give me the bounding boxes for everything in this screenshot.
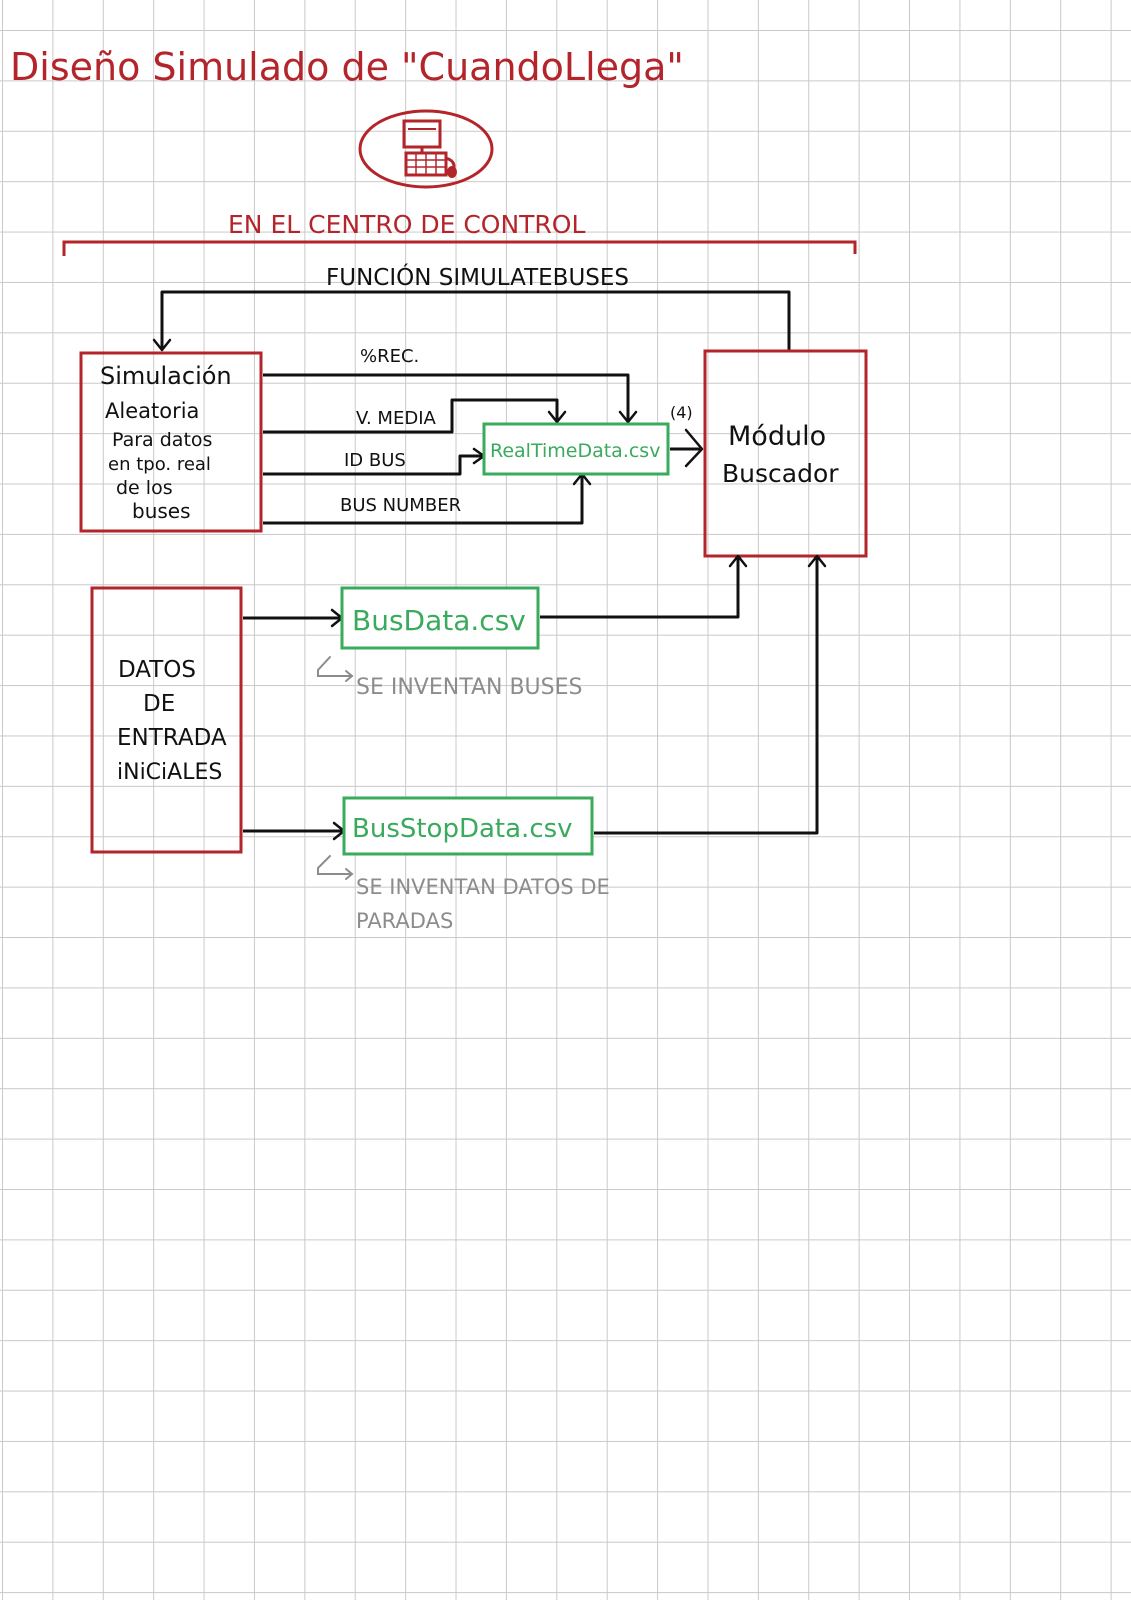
busdata-to-module-arrowhead <box>728 554 748 568</box>
busstopdata-file-label: BusStopData.csv <box>352 814 573 844</box>
busstop-to-module-line <box>594 558 819 835</box>
busstop-to-module-arrowhead <box>807 554 827 568</box>
busdata-file-label: BusData.csv <box>352 604 526 637</box>
input-line-4: iNiCiALES <box>117 760 222 785</box>
simulation-line-1: Simulación <box>100 362 232 390</box>
busdata-note-arrow <box>317 656 353 677</box>
flow-arrowhead-vmedia <box>547 410 567 424</box>
realtimedata-file-box <box>482 422 670 476</box>
module-line-2: Buscador <box>722 459 839 488</box>
flow-label-vmedia: V. MEDIA <box>356 408 437 429</box>
flow-label-rec: %REC. <box>360 346 419 367</box>
flow-line-rec <box>263 373 630 420</box>
busstop-note-arrow <box>317 855 353 875</box>
input-data-box <box>90 586 243 854</box>
busstop-note-line-2: PARADAS <box>356 909 453 933</box>
flow-label-idbus: ID BUS <box>344 450 406 471</box>
input-line-2: DE <box>143 691 175 717</box>
function-label: FUNCIÓN SIMULATEBUSES <box>326 263 629 291</box>
simulation-line-6: buses <box>132 499 191 523</box>
simulation-line-4: en tpo. real <box>108 454 211 475</box>
busstop-note-line-1: SE INVENTAN DATOS DE <box>356 875 610 899</box>
flow-arrowhead-rec <box>618 410 638 424</box>
feedback-loop-line <box>160 290 791 350</box>
busdata-note-arrowhead <box>345 670 354 682</box>
busstopdata-file-box <box>342 796 594 856</box>
flow-line-busnumber <box>263 476 584 525</box>
flow-line-vmedia <box>263 398 559 434</box>
control-center-label: EN EL CENTRO DE CONTROL <box>228 210 585 239</box>
simulation-line-5: de los <box>116 477 173 499</box>
feedback-arrowhead <box>152 338 172 352</box>
simulation-line-3: Para datos <box>112 429 212 451</box>
flow-line-idbus <box>263 454 482 476</box>
module-line-1: Módulo <box>728 421 826 452</box>
flow-label-busnumber: BUS NUMBER <box>340 495 461 516</box>
simulation-box <box>79 351 263 533</box>
busdata-note: SE INVENTAN BUSES <box>356 675 582 700</box>
realtimedata-file-label: RealTimeData.csv <box>490 440 660 462</box>
module-buscador-box <box>703 349 868 558</box>
busstop-note-arrowhead <box>345 868 354 880</box>
page-title: Diseño Simulado de "CuandoLlega" <box>10 45 684 89</box>
busdata-file-box <box>340 586 540 650</box>
realtime-to-module-arrowhead <box>684 428 704 468</box>
simulation-line-2: Aleatoria <box>105 399 199 423</box>
input-line-3: ENTRADA <box>117 725 227 751</box>
busdata-to-module-line <box>540 558 740 619</box>
input-line-1: DATOS <box>118 657 196 683</box>
computer-terminal-icon <box>358 109 494 189</box>
flow-label-four: (4) <box>670 403 693 422</box>
control-center-bracket <box>62 240 857 256</box>
